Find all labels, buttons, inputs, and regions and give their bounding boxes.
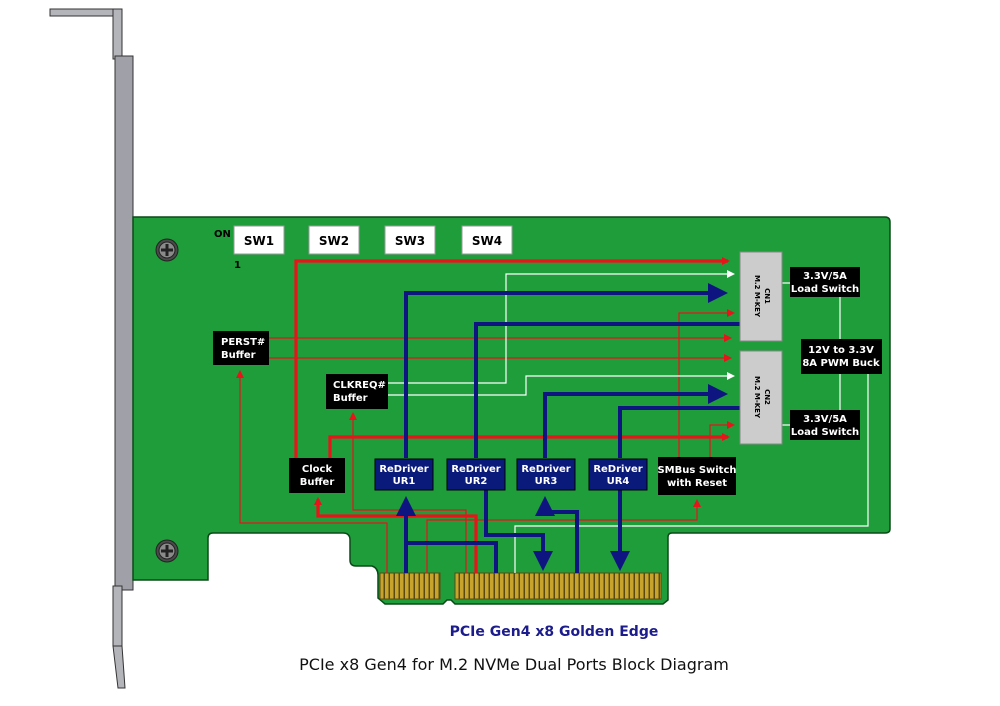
svg-text:Load Switch: Load Switch [791, 284, 859, 295]
svg-text:SW4: SW4 [472, 234, 502, 248]
svg-text:SW3: SW3 [395, 234, 425, 248]
load-switch-2-block: 3.3V/5A Load Switch [790, 410, 860, 440]
svg-text:UR3: UR3 [535, 476, 558, 487]
svg-text:ReDriver: ReDriver [451, 464, 500, 475]
dip-switch-sw2[interactable]: SW2 [308, 225, 360, 255]
svg-text:Buffer: Buffer [333, 393, 368, 404]
svg-text:8A PWM Buck: 8A PWM Buck [802, 358, 880, 369]
m2-connector-cn2: M.2 M-KEY CN2 [739, 350, 783, 445]
pcie-bracket [49, 8, 134, 689]
svg-text:Load Switch: Load Switch [791, 427, 859, 438]
svg-text:CLKREQ#: CLKREQ# [333, 380, 386, 391]
diagram-caption: PCIe x8 Gen4 for M.2 NVMe Dual Ports Blo… [299, 655, 729, 674]
svg-text:CN1: CN1 [763, 288, 771, 304]
svg-text:UR1: UR1 [393, 476, 416, 487]
svg-text:Buffer: Buffer [221, 350, 256, 361]
pcb-board [132, 216, 891, 605]
perst-buffer-block: PERST# Buffer [213, 331, 269, 365]
svg-text:ReDriver: ReDriver [379, 464, 428, 475]
screw-icon [155, 238, 179, 262]
svg-text:UR4: UR4 [607, 476, 630, 487]
svg-text:SW2: SW2 [319, 234, 349, 248]
gold-fingers-short [379, 572, 441, 600]
redriver-ur2: ReDriver UR2 [446, 458, 506, 491]
dip-switch-sw3[interactable]: SW3 [384, 225, 436, 255]
svg-text:3.3V/5A: 3.3V/5A [803, 271, 847, 282]
one-label: 1 [234, 260, 241, 271]
blue-pcie-lanes [396, 283, 740, 573]
gold-fingers-long [454, 572, 662, 600]
svg-text:with Reset: with Reset [667, 478, 727, 489]
golden-edge-label: PCIe Gen4 x8 Golden Edge [450, 624, 659, 640]
m2-connector-cn1: M.2 M-KEY CN1 [739, 251, 783, 342]
svg-text:PERST#: PERST# [221, 337, 265, 348]
on-label: ON [214, 229, 231, 240]
svg-text:12V to 3.3V: 12V to 3.3V [808, 345, 874, 356]
svg-text:M.2 M-KEY: M.2 M-KEY [753, 275, 761, 318]
redriver-ur3: ReDriver UR3 [516, 458, 576, 491]
white-signals [388, 270, 869, 573]
svg-text:3.3V/5A: 3.3V/5A [803, 414, 847, 425]
svg-text:Clock: Clock [302, 464, 333, 475]
screw-icon [155, 539, 179, 563]
svg-text:SMBus Switch: SMBus Switch [657, 465, 736, 476]
smbus-switch-block: SMBus Switch with Reset [657, 457, 737, 495]
svg-text:ReDriver: ReDriver [521, 464, 570, 475]
svg-text:UR2: UR2 [465, 476, 488, 487]
dip-switch-sw1[interactable]: SW1 [233, 225, 285, 255]
svg-text:CN2: CN2 [763, 389, 771, 405]
redriver-ur4: ReDriver UR4 [588, 458, 648, 491]
dip-switch-sw4[interactable]: SW4 [461, 225, 513, 255]
svg-text:ReDriver: ReDriver [593, 464, 642, 475]
svg-text:Buffer: Buffer [300, 477, 335, 488]
load-switch-1-block: 3.3V/5A Load Switch [790, 267, 860, 297]
svg-text:SW1: SW1 [244, 234, 274, 248]
redriver-ur1: ReDriver UR1 [374, 458, 434, 491]
svg-text:M.2 M-KEY: M.2 M-KEY [753, 376, 761, 419]
pwm-buck-block: 12V to 3.3V 8A PWM Buck [801, 339, 882, 374]
clock-buffer-block: Clock Buffer [289, 458, 345, 493]
clkreq-buffer-block: CLKREQ# Buffer [326, 374, 388, 409]
